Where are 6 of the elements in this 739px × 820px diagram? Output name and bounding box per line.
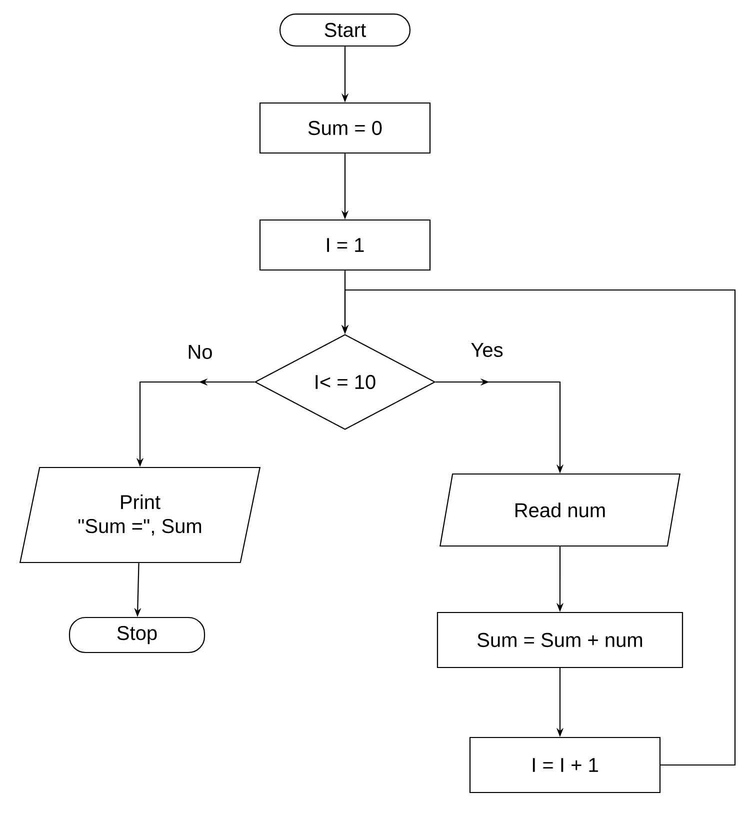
process-box: I = 1 (259, 219, 431, 271)
process-box: Sum = 0 (259, 102, 431, 154)
process-box: Sum = Sum + num (436, 612, 684, 668)
process-box: I = I + 1 (469, 736, 661, 794)
edge-label: No (185, 343, 215, 361)
edge-label: Yes (468, 341, 506, 359)
